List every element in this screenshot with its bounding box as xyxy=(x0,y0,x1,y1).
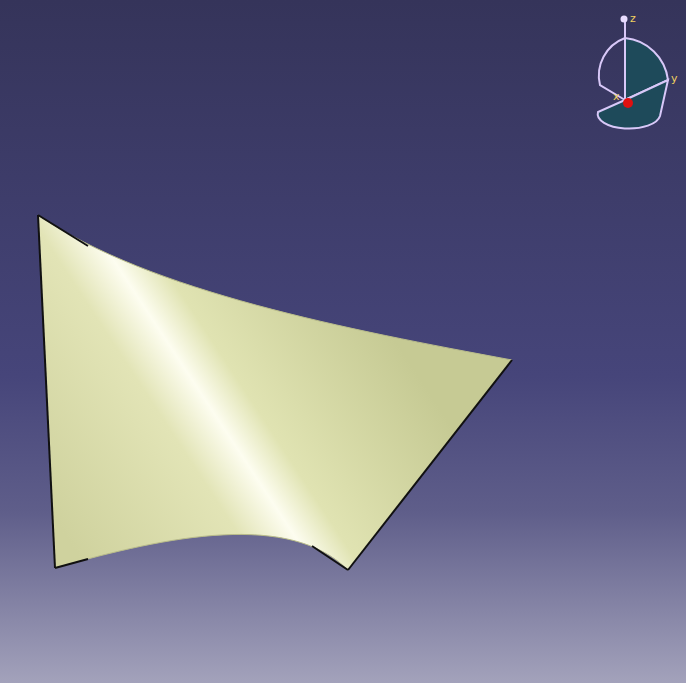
boundary-line xyxy=(38,215,88,246)
axis-label: y xyxy=(671,73,678,84)
surface xyxy=(38,215,512,570)
boundary-line xyxy=(38,215,55,568)
boundary-line xyxy=(348,360,512,570)
axis-compass xyxy=(598,16,668,129)
axis-label: z xyxy=(630,13,636,24)
boundary-line xyxy=(312,546,348,570)
axis-label: x xyxy=(613,91,620,102)
surface-edge xyxy=(38,215,512,360)
boundary-line xyxy=(55,559,88,568)
surface-edge xyxy=(55,534,348,570)
